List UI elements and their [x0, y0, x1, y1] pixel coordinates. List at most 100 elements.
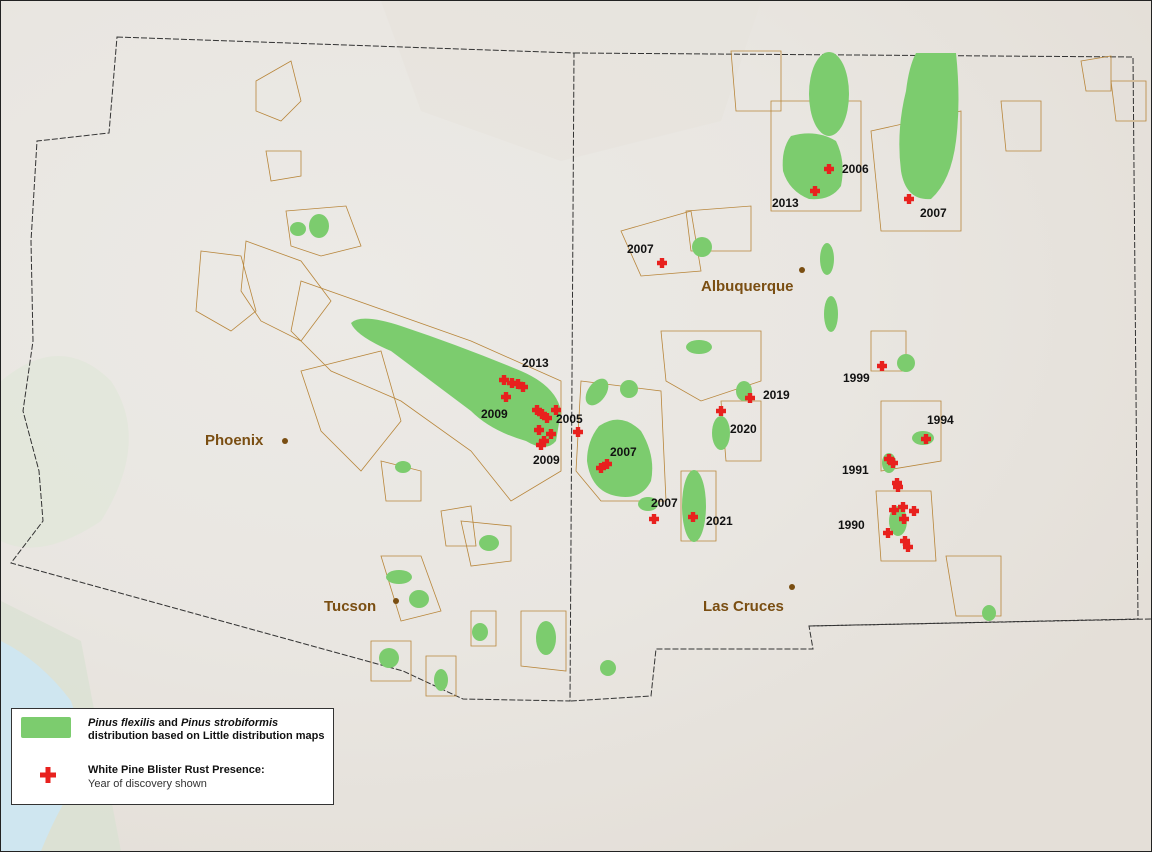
distribution-area [290, 222, 306, 236]
distribution-area [638, 497, 658, 511]
legend-distribution-line2: distribution based on Little distributio… [88, 730, 325, 742]
city-label-albuquerque: Albuquerque [701, 278, 794, 295]
rust-marker-icon [810, 186, 820, 196]
rust-marker-icon [688, 512, 698, 522]
year-label: 2007 [920, 206, 947, 220]
rust-marker-icon [884, 454, 894, 464]
distribution-area [712, 416, 730, 450]
legend-and: and [158, 717, 178, 729]
rust-marker-icon [507, 378, 517, 388]
rust-marker-icon [532, 405, 542, 415]
species-name: Pinus flexilis [88, 717, 156, 729]
rust-marker-icon [513, 379, 523, 389]
rust-marker-icon [716, 406, 726, 416]
rust-marker-icon [542, 413, 552, 423]
rust-marker-icon [546, 429, 556, 439]
distribution-area [982, 605, 996, 621]
distribution-area [600, 660, 616, 676]
year-label: 1991 [842, 463, 869, 477]
year-label: 2013 [522, 356, 549, 370]
tucson-dot [393, 598, 399, 604]
city-label-tucson: Tucson [324, 598, 377, 615]
albuquerque-dot [799, 267, 805, 273]
arizona-boundary [10, 36, 575, 702]
rust-marker-icon [888, 458, 898, 468]
distribution-area [824, 296, 838, 332]
legend-rust-subtitle: Year of discovery shown [88, 778, 207, 790]
year-label: 2007 [610, 445, 637, 459]
rust-marker-icon [899, 514, 909, 524]
rust-marker-icon [501, 392, 511, 402]
rust-marker-icon [921, 434, 931, 444]
distribution-area [620, 380, 638, 398]
distribution-area [395, 461, 411, 473]
mexico-border [808, 618, 1151, 627]
new-mexico-boundary [569, 52, 1139, 702]
distribution-areas [290, 52, 996, 691]
rust-marker-icon [551, 405, 561, 415]
distribution-area [692, 237, 712, 257]
rust-marker-icon [904, 194, 914, 204]
legend-distribution-text: Pinus flexilis and Pinus strobiformis di… [88, 717, 325, 743]
year-label: 2019 [763, 388, 790, 402]
distribution-area-mogollon-rim [351, 318, 561, 447]
distribution-area [820, 243, 834, 275]
distribution-area [479, 535, 499, 551]
year-label: 2020 [730, 422, 757, 436]
rust-marker-icon [824, 164, 834, 174]
distribution-area [309, 214, 329, 238]
species-name: Pinus strobiformis [180, 717, 279, 729]
distribution-area [409, 590, 429, 608]
rust-marker-icon [893, 482, 903, 492]
distribution-area [379, 648, 399, 668]
city-label-phoenix: Phoenix [205, 432, 264, 449]
year-label: 1999 [843, 371, 870, 385]
red-cross-icon [40, 767, 56, 783]
distribution-swatch-icon [21, 717, 71, 738]
year-label: 2013 [772, 196, 799, 210]
rust-marker-icon [596, 463, 606, 473]
year-label: 2007 [627, 242, 654, 256]
rust-marker-icon [903, 542, 913, 552]
rust-marker-icon [649, 514, 659, 524]
rust-marker-icon [657, 258, 667, 268]
rust-marker-icon [536, 440, 546, 450]
distribution-area-gila [587, 419, 653, 497]
rust-marker-icon [877, 361, 887, 371]
city-dots [282, 267, 805, 604]
rust-marker-icon [745, 393, 755, 403]
rust-marker-icon [534, 425, 544, 435]
legend-rust-title: White Pine Blister Rust Presence: [88, 764, 265, 776]
distribution-area [386, 570, 412, 584]
distribution-area-north [899, 53, 959, 200]
rust-marker-icon [909, 506, 919, 516]
rust-marker-icon [539, 436, 549, 446]
rust-marker-icon [499, 375, 509, 385]
phoenix-dot [282, 438, 288, 444]
year-label: 2006 [842, 162, 869, 176]
rust-marker-icon [883, 528, 893, 538]
distribution-area-sangre-de-cristo [782, 133, 843, 200]
distribution-area [434, 669, 448, 691]
rust-markers [499, 164, 931, 552]
distribution-area [585, 378, 609, 406]
year-label: 1994 [927, 413, 954, 427]
city-label-las-cruces: Las Cruces [703, 598, 784, 615]
rust-marker-icon [898, 502, 908, 512]
distribution-area [472, 623, 488, 641]
year-label: 2009 [481, 407, 508, 421]
rust-marker-icon [602, 459, 612, 469]
rust-marker-icon [518, 382, 528, 392]
year-label: 2021 [706, 514, 733, 528]
year-label: 2007 [651, 496, 678, 510]
distribution-area [686, 340, 712, 354]
year-label: 1990 [838, 518, 865, 532]
las-cruces-dot [789, 584, 795, 590]
rust-marker-icon [889, 505, 899, 515]
rust-marker-icon [537, 409, 547, 419]
terrain-shading [1, 356, 129, 548]
distribution-area [809, 52, 849, 136]
distribution-area [682, 470, 706, 542]
distribution-area [536, 621, 556, 655]
